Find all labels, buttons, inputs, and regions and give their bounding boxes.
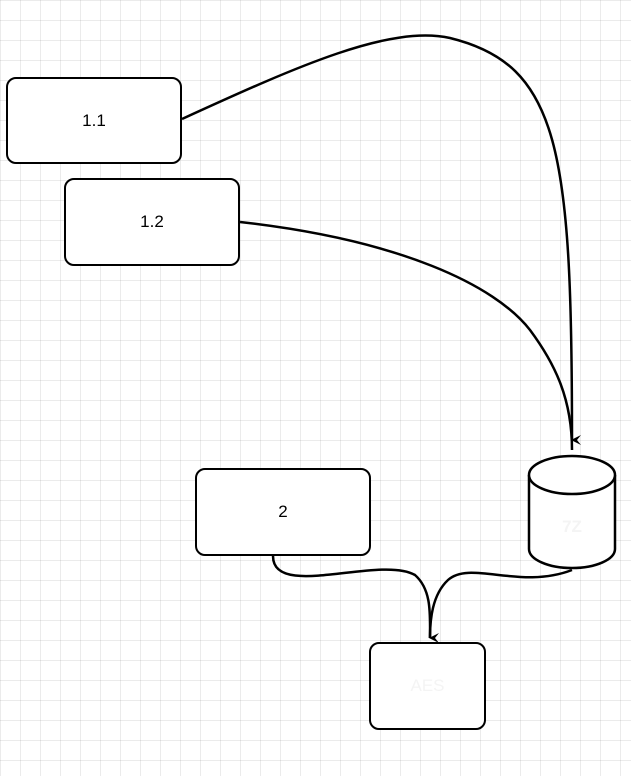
node-aes[interactable]: AES: [369, 642, 486, 730]
database-label: 7Z: [562, 517, 582, 536]
node-aes-label: AES: [410, 676, 445, 695]
edge-2-to-aes[interactable]: [271, 555, 440, 644]
node-2[interactable]: 2: [195, 468, 371, 556]
edge-1-2-to-7z[interactable]: [239, 220, 574, 451]
node-1-2[interactable]: 1.2: [64, 178, 240, 266]
node-2-label: 2: [278, 502, 288, 521]
node-1-1-label: 1.1: [82, 110, 106, 130]
node-1-2-label: 1.2: [140, 212, 164, 231]
edge-1-1-to-7z[interactable]: [181, 34, 582, 445]
edge-7z-to-aes[interactable]: [428, 568, 573, 639]
database-cylinder[interactable]: [527, 454, 617, 570]
node-1-1[interactable]: 1.1: [6, 77, 182, 164]
